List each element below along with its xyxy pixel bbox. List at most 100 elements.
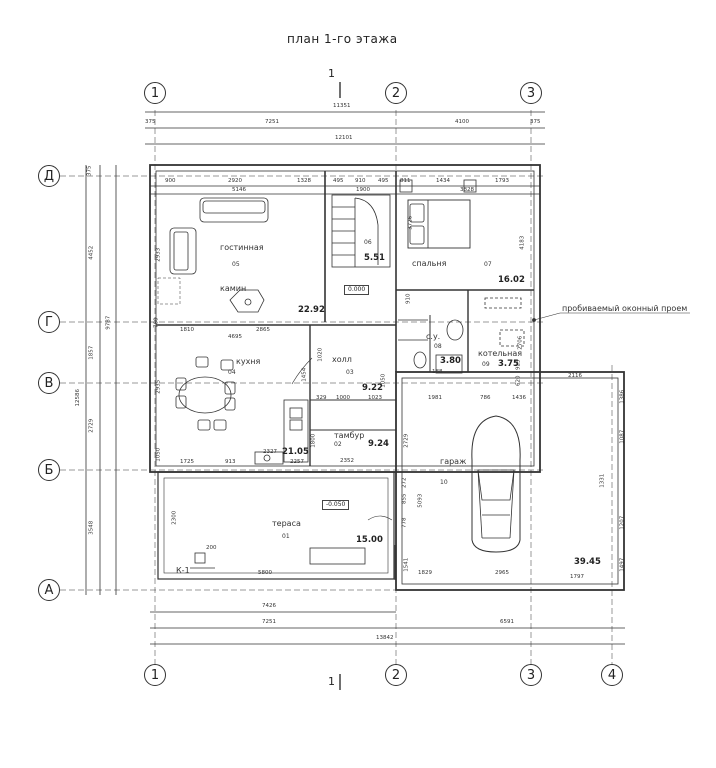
dim-left-e: 3548 bbox=[88, 520, 95, 535]
car bbox=[471, 415, 521, 553]
room-area-hall: 9.22 bbox=[362, 383, 383, 393]
room-name-vestibule: тамбур bbox=[334, 431, 365, 440]
room-name-boiler: котельная bbox=[478, 349, 523, 358]
dim-top-a: 7251 bbox=[265, 119, 279, 125]
dim-r1-2: 1328 bbox=[297, 178, 311, 184]
room-num-terrace: 01 bbox=[282, 533, 290, 540]
dim-left-outer: 12586 bbox=[75, 389, 81, 407]
dining-table bbox=[175, 356, 236, 431]
axis-bubble-g: Г bbox=[38, 311, 60, 333]
dim-garage-top-1: 786 bbox=[480, 395, 491, 401]
dim-r1-6: 811 bbox=[400, 178, 411, 184]
fireplace bbox=[229, 289, 265, 313]
dim-terrace-h: 2300 bbox=[171, 510, 178, 525]
dim-kitchen-row-2: 4695 bbox=[228, 334, 242, 340]
axis-bubble-v: В bbox=[38, 372, 60, 394]
dim-garage-right-0: 2116 bbox=[568, 373, 582, 379]
outer-wall-garage bbox=[395, 371, 625, 591]
dim-garage-right-3: 1331 bbox=[599, 473, 606, 488]
level-terrace: -0.050 bbox=[322, 500, 350, 510]
dim-r1-7: 1434 bbox=[436, 178, 450, 184]
dim-left-c: 1857 bbox=[88, 345, 95, 360]
axis-bubble-bottom-3: 3 bbox=[520, 664, 542, 686]
room-area-bedroom: 16.02 bbox=[498, 275, 525, 285]
axis-bubble-bottom-2: 2 bbox=[385, 664, 407, 686]
dim-top-overall: 11351 bbox=[333, 103, 351, 109]
dim-terrace-w: 5800 bbox=[258, 570, 272, 576]
axis-bubble-top-3: 3 bbox=[520, 82, 542, 104]
dim-top-edge-l: 375 bbox=[145, 119, 156, 125]
sofa bbox=[199, 197, 269, 223]
room-name-hall: холл bbox=[332, 355, 352, 364]
axis-bubble-top-1: 1 bbox=[144, 82, 166, 104]
dim-garage-top-2: 1436 bbox=[512, 395, 526, 401]
dim-bed-h1: 3726 bbox=[407, 215, 414, 230]
room-num-stair: 06 bbox=[364, 239, 372, 246]
armchair bbox=[169, 227, 197, 275]
dim-r1-3: 495 bbox=[333, 178, 344, 184]
dim-garage-bottom-2: 1797 bbox=[570, 574, 584, 580]
dim-garage-left-0: 2729 bbox=[403, 433, 410, 448]
room-name-living: гостинная bbox=[220, 243, 264, 252]
dim-bottom-c: 6591 bbox=[500, 619, 514, 625]
dim-r2-1: 1900 bbox=[356, 187, 370, 193]
axis-bubble-d: Д bbox=[38, 165, 60, 187]
dim-kitchen-bottom-0: 1725 bbox=[180, 459, 194, 465]
dim-garage-bottom-0: 1829 bbox=[418, 570, 432, 576]
dim-misc-10: 2327 bbox=[263, 449, 277, 455]
dim-garage-left-3: 272 bbox=[401, 477, 408, 489]
dim-kitchen-h: 2935 bbox=[155, 379, 162, 394]
room-area-vestibule: 9.24 bbox=[368, 439, 389, 449]
axis-bubble-top-2: 2 bbox=[385, 82, 407, 104]
dim-garage-top-0: 1981 bbox=[428, 395, 442, 401]
room-area-terrace: 15.00 bbox=[356, 535, 383, 545]
dim-garage-right-4: 1207 bbox=[619, 515, 626, 530]
room-area-garage: 39.45 bbox=[574, 557, 601, 567]
dim-garage-left-1: 5093 bbox=[417, 493, 424, 508]
plan-title: план 1-го этажа bbox=[287, 32, 398, 46]
note-opening: пробиваемый оконный проем bbox=[562, 304, 688, 313]
room-area-boiler: 3.75 bbox=[498, 359, 519, 369]
room-num-kitchen: 04 bbox=[228, 369, 236, 376]
dim-misc-6: 1020 bbox=[317, 347, 324, 362]
stair bbox=[331, 194, 391, 268]
dim-terrace-s: 200 bbox=[206, 545, 217, 551]
dim-garage-right-1: 1386 bbox=[619, 389, 626, 404]
section-mark-top: 1 bbox=[328, 67, 335, 80]
section-mark-bottom: 1 bbox=[328, 675, 335, 688]
terrace-outline bbox=[157, 471, 395, 580]
dim-hall-0: 329 bbox=[316, 395, 327, 401]
wc-fixtures bbox=[398, 319, 464, 374]
dim-misc-2: 620 bbox=[515, 375, 522, 387]
dim-vest-0: 1800 bbox=[310, 433, 317, 448]
room-num-hall: 03 bbox=[346, 369, 354, 376]
axis-bubble-bottom-4: 4 bbox=[601, 664, 623, 686]
dim-garage-right-5: 1497 bbox=[619, 557, 626, 572]
dim-misc-8: 760 bbox=[153, 317, 160, 329]
dim-top-inner: 12101 bbox=[335, 135, 353, 141]
room-name-kitchen: кухня bbox=[236, 357, 261, 366]
room-num-living: 05 bbox=[232, 261, 240, 268]
dim-misc-4: 2706 bbox=[517, 335, 524, 350]
room-num-boiler: 09 bbox=[482, 361, 490, 368]
dim-kitchen-bottom-2: 2257 bbox=[290, 459, 304, 465]
dim-garage-left-2: 855 bbox=[401, 493, 408, 505]
dim-garage-left-5: 1541 bbox=[403, 557, 410, 572]
dim-garage-left-4: 778 bbox=[401, 517, 408, 529]
axis-bubble-a: А bbox=[38, 579, 60, 601]
room-name-garage: гараж bbox=[440, 457, 467, 466]
room-name-terrace: тераса bbox=[272, 519, 301, 528]
dim-garage-right-2: 1087 bbox=[619, 429, 626, 444]
dim-bottom-overall: 13842 bbox=[376, 635, 394, 641]
room-num-bedroom: 07 bbox=[484, 261, 492, 268]
room-num-garage: 10 bbox=[440, 479, 448, 486]
axis-bubble-b: Б bbox=[38, 459, 60, 481]
dim-r1-5: 495 bbox=[378, 178, 389, 184]
dim-misc-0: 1454 bbox=[301, 367, 308, 382]
dim-misc-5: 910 bbox=[405, 293, 412, 305]
room-name-wc: с.у. bbox=[426, 332, 441, 341]
dim-r1-1: 2920 bbox=[228, 178, 242, 184]
dim-kitchen-row-0: 1810 bbox=[180, 327, 194, 333]
